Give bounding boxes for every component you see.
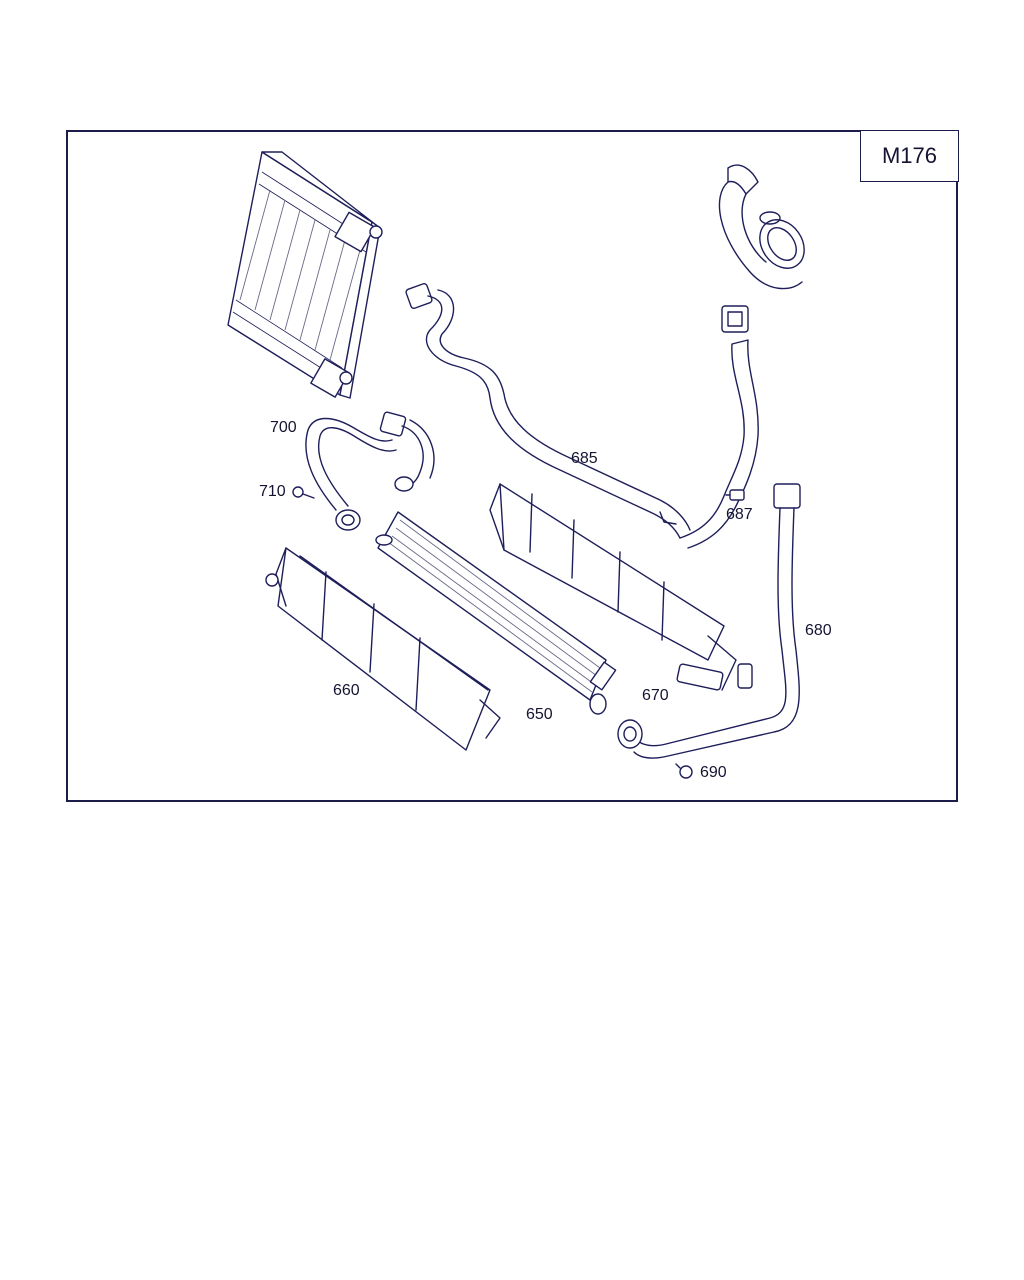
cooler-650	[375, 511, 617, 715]
duct-670	[489, 483, 753, 691]
callout-680: 680	[805, 622, 832, 639]
screw-710	[292, 486, 315, 499]
hose-680	[617, 483, 801, 759]
hose-detail-top	[718, 164, 805, 290]
diagram-frame	[66, 130, 958, 802]
hose-700	[305, 411, 435, 531]
hose-685	[405, 282, 759, 549]
duct-660	[265, 547, 501, 751]
callout-650: 650	[526, 706, 553, 723]
callout-660: 660	[333, 682, 360, 699]
callout-690: 690	[700, 764, 727, 781]
model-code-box: M176	[860, 130, 959, 182]
callout-670: 670	[642, 687, 669, 704]
callout-687: 687	[726, 506, 753, 523]
bolt-687	[725, 489, 745, 501]
callout-685: 685	[571, 450, 598, 467]
callout-700: 700	[270, 419, 297, 436]
screw-690	[675, 763, 693, 779]
radiator	[227, 151, 383, 399]
callout-710: 710	[259, 483, 286, 500]
model-code: M176	[881, 143, 938, 168]
